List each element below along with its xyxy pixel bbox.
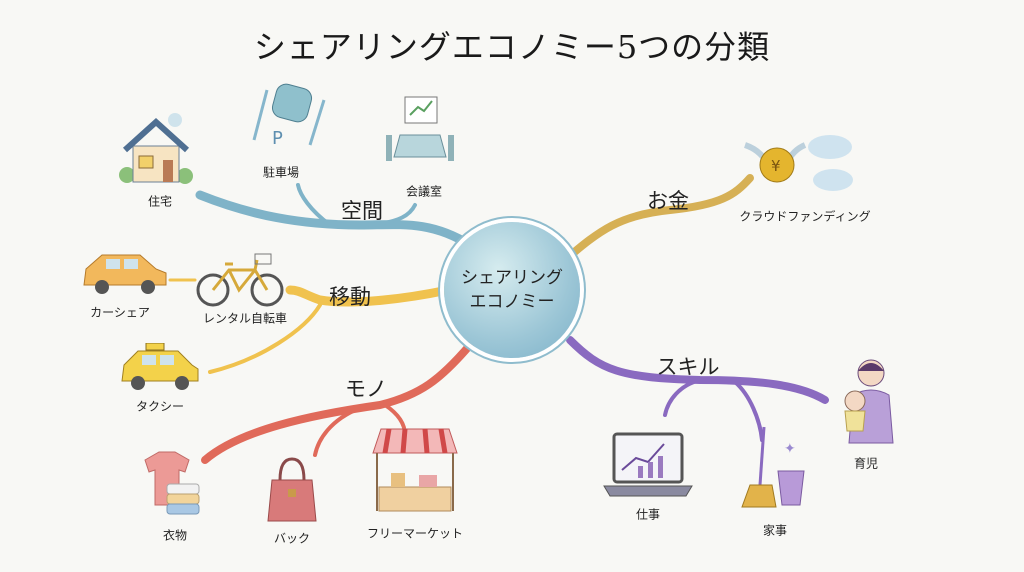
item-taxi: タクシー [135, 399, 185, 414]
category-space: 空間 [341, 199, 383, 223]
taxi-icon [121, 343, 199, 390]
branch-mobility [285, 285, 453, 307]
laptop-icon [603, 432, 693, 497]
page-title: シェアリングエコノミー5つの分類 [253, 28, 771, 66]
branch-space-meeting [368, 203, 417, 227]
svg-text:✦: ✦ [784, 441, 796, 457]
branch-skill-work [663, 378, 702, 417]
svg-text:P: P [272, 128, 283, 149]
childcare-icon [844, 359, 894, 444]
category-money: お金 [647, 189, 689, 213]
item-housing: 住宅 [147, 194, 173, 209]
center-label-line2: エコノミー [469, 292, 555, 312]
branch-skill-house [733, 380, 764, 442]
branch-mobility-taxi [208, 303, 322, 374]
bag-icon [267, 457, 317, 522]
category-mobility: 移動 [329, 285, 371, 309]
rental-bicycle-icon [196, 253, 284, 307]
item-meeting-room: 会議室 [405, 184, 443, 199]
branch-space [195, 190, 475, 250]
housework-broom-icon: ✦ [741, 426, 805, 508]
branch-space-parking [296, 183, 332, 227]
house-icon [119, 113, 193, 184]
car-share-icon [83, 254, 167, 294]
item-parking: 駐車場 [262, 165, 300, 180]
branch-money [561, 174, 754, 264]
item-childcare: 育児 [853, 456, 879, 471]
item-rental-bicycle: レンタル自転車 [202, 311, 288, 326]
category-goods: モノ [345, 377, 387, 401]
branch-goods [201, 341, 474, 464]
item-crowdfunding: クラウドファンディング [739, 209, 871, 224]
item-bag: バック [273, 531, 311, 546]
branch-goods-bag [313, 406, 362, 457]
center-node: シェアリング エコノミー [444, 222, 580, 358]
clothes-icon [144, 451, 200, 515]
meeting-room-icon [386, 96, 454, 161]
item-clothes: 衣物 [162, 528, 188, 543]
item-flea-market: フリーマーケット [366, 526, 464, 541]
flea-market-stall-icon [372, 428, 458, 512]
item-housework: 家事 [762, 523, 788, 538]
item-car-share: カーシェア [90, 305, 150, 320]
category-skill: スキル [656, 355, 720, 379]
crowdfunding-coin-icon: ¥ [743, 135, 853, 191]
svg-text:¥: ¥ [771, 157, 781, 175]
center-label-line1: シェアリング [461, 268, 563, 288]
item-work: 仕事 [635, 507, 661, 522]
parking-icon: P [252, 83, 326, 149]
